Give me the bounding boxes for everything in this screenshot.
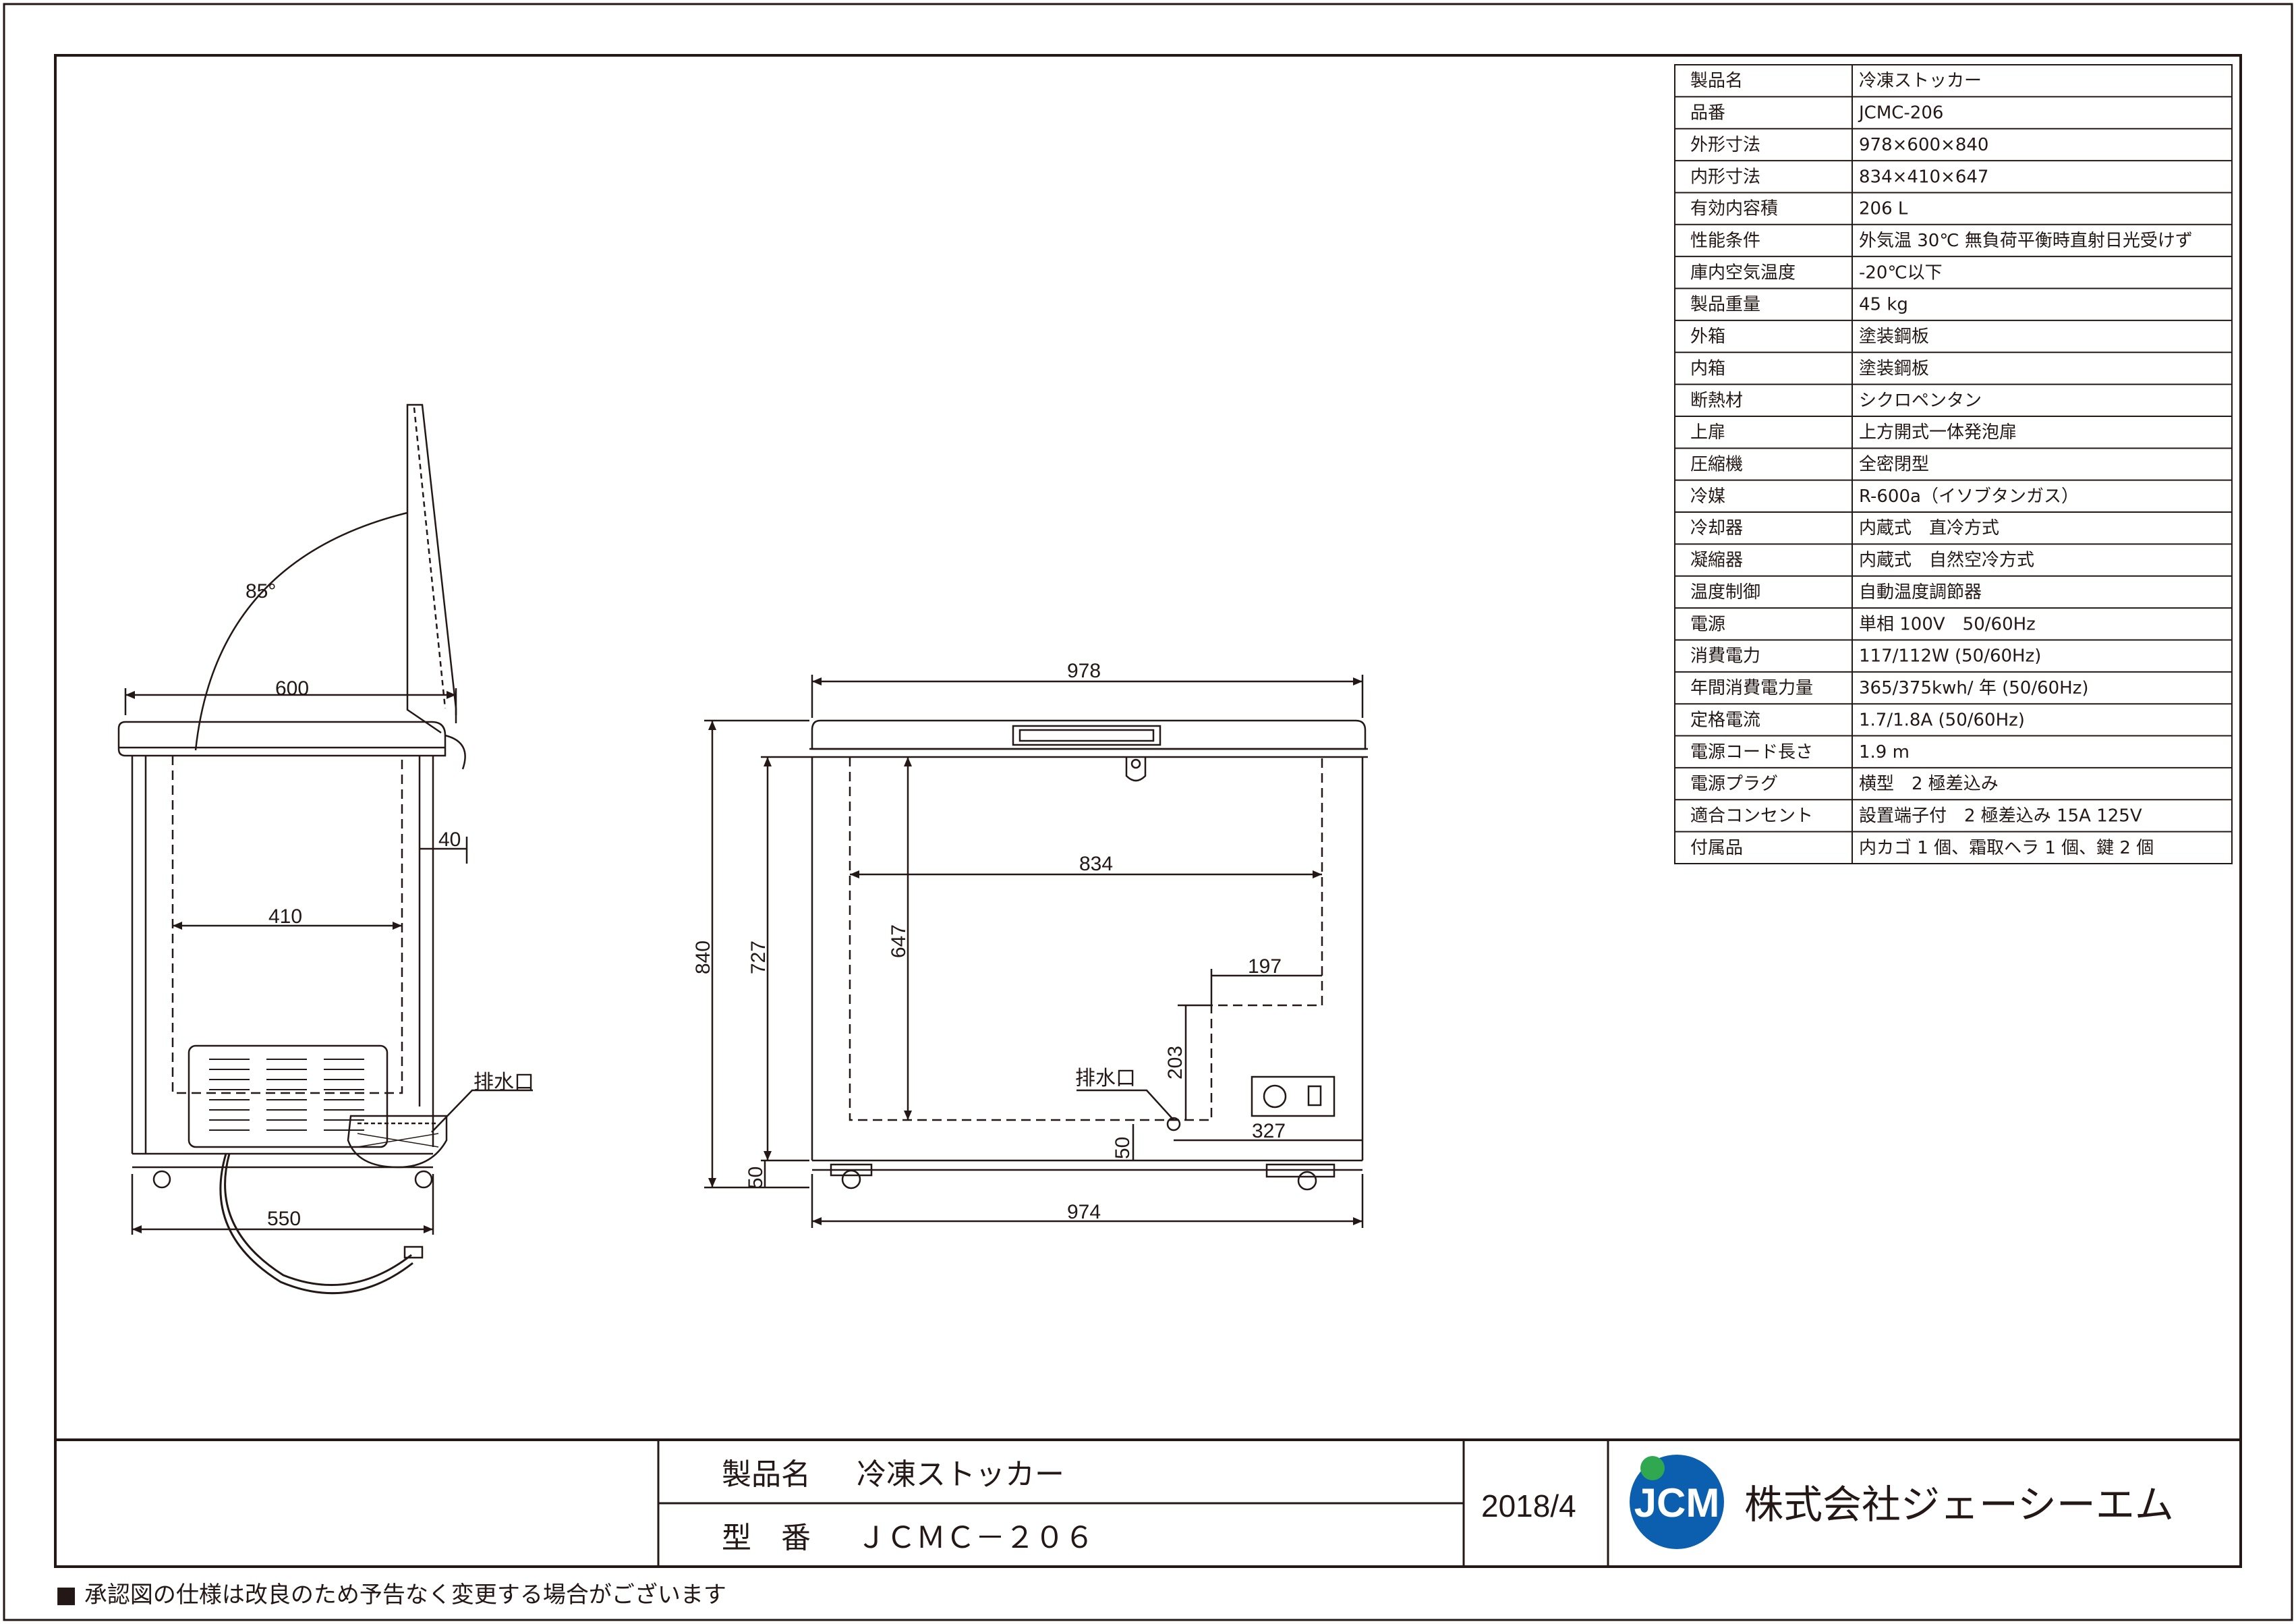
spec-row-label: 内形寸法 [1690, 167, 1760, 187]
spec-row-value: シクロペンタン [1859, 391, 1982, 411]
front-width-label: 978 [1067, 660, 1101, 682]
spec-row-label: 年間消費電力量 [1690, 678, 1813, 698]
spec-row-value: 自動温度調節器 [1859, 582, 1982, 603]
spec-row-value: 横型 2 極差込み [1859, 774, 1999, 794]
spec-row-label: 製品名 [1690, 71, 1743, 91]
spec-row-label: 電源プラグ [1690, 774, 1778, 794]
spec-row-label: 付属品 [1690, 838, 1743, 858]
spec-row-value: 単相 100V 50/60Hz [1859, 614, 2036, 634]
spec-row-value: 内蔵式 直冷方式 [1859, 518, 1999, 538]
spec-row-label: 圧縮機 [1690, 455, 1743, 475]
front-height-label: 840 [692, 941, 714, 974]
company-logo: JCM [1630, 1455, 1724, 1549]
spec-row-value: 上方開式一体発泡扉 [1859, 422, 2017, 443]
front-drain-label: 排水口 [1075, 1067, 1136, 1090]
spec-row-value: 外気温 30℃ 無負荷平衡時直射日光受けず [1859, 231, 2193, 251]
title-date: 2018/4 [1481, 1488, 1576, 1523]
spec-row-value: 206 L [1859, 199, 1908, 219]
spec-row-label: 品番 [1690, 103, 1725, 123]
front-base-height-label: 50 [745, 1167, 767, 1189]
spec-table-grid [1674, 64, 2233, 864]
spec-row-label: 電源コード長さ [1690, 742, 1813, 762]
spec-row-label: 断熱材 [1690, 391, 1743, 411]
side-view-drawing [117, 403, 533, 1295]
spec-row-label: 庫内空気温度 [1690, 262, 1796, 283]
side-inner-depth-label: 410 [268, 905, 302, 928]
side-angle-label: 85° [246, 580, 276, 603]
spec-row-value: 内カゴ 1 個、霜取ヘラ 1 個、鍵 2 個 [1859, 838, 2154, 858]
side-base-depth-label: 550 [267, 1208, 301, 1230]
side-depth-label: 600 [275, 677, 309, 700]
spec-row-value: 内蔵式 自然空冷方式 [1859, 551, 2034, 571]
front-body-height-label: 727 [747, 941, 770, 974]
spec-row-value: 1.9 m [1859, 742, 1910, 762]
front-base-width-label: 974 [1067, 1201, 1101, 1223]
spec-row-value: 117/112W (50/60Hz) [1859, 646, 2041, 667]
spec-row-label: 冷媒 [1690, 486, 1725, 507]
side-drain-label: 排水口 [473, 1071, 534, 1094]
spec-row-label: 凝縮器 [1690, 551, 1743, 571]
front-view-drawing [704, 675, 1368, 1228]
spec-row-value: 978×600×840 [1859, 135, 1988, 155]
spec-row-label: 消費電力 [1690, 646, 1760, 667]
front-inner-width-label: 834 [1079, 853, 1113, 875]
spec-row-label: 外形寸法 [1690, 135, 1760, 155]
front-inner-height-label: 647 [888, 924, 910, 958]
spec-row-value: 設置端子付 2 極差込み 15A 125V [1859, 806, 2142, 826]
title-model-value: ＪＣＭＣ－２０６ [857, 1521, 1094, 1555]
title-name-value: 冷凍ストッカー [857, 1457, 1064, 1492]
title-model-label: 型 番 [722, 1521, 811, 1555]
spec-row-label: 定格電流 [1690, 710, 1760, 730]
logo-text: JCM [1634, 1480, 1720, 1525]
spec-row-value: 全密閉型 [1859, 455, 1929, 475]
spec-row-value: 834×410×647 [1859, 167, 1988, 187]
spec-row-value: 365/375kwh/ 年 (50/60Hz) [1859, 678, 2089, 698]
front-drain-offset-label: 327 [1252, 1120, 1286, 1142]
front-drain-height-label: 50 [1112, 1137, 1134, 1159]
spec-row-value: 冷凍ストッカー [1859, 71, 1982, 91]
spec-row-label: 冷却器 [1690, 518, 1743, 538]
spec-row-value: 1.7/1.8A (50/60Hz) [1859, 710, 2025, 730]
spec-row-value: 45 kg [1859, 295, 1908, 315]
company-name: 株式会社ジェーシーエム [1744, 1482, 2174, 1528]
front-step-width-label: 197 [1248, 955, 1282, 978]
footer-note: ■ 承認図の仕様は改良のため予告なく変更する場合がございます [55, 1581, 726, 1608]
spec-row-label: 性能条件 [1690, 231, 1760, 251]
spec-row-label: 外箱 [1690, 327, 1725, 347]
spec-row-label: 上扉 [1690, 422, 1725, 443]
spec-row-label: 温度制御 [1690, 582, 1760, 603]
spec-row-label: 適合コンセント [1690, 806, 1813, 826]
spec-row-label: 製品重量 [1690, 295, 1760, 315]
spec-row-value: R-600a（イソブタンガス） [1859, 486, 2079, 507]
spec-row-label: 電源 [1690, 614, 1725, 634]
spec-row-value: JCMC-206 [1858, 103, 1943, 123]
front-step-height-label: 203 [1164, 1046, 1186, 1080]
spec-row-value: -20℃以下 [1859, 262, 1943, 283]
title-name-label: 製品名 [722, 1457, 811, 1492]
side-gap-label: 40 [438, 829, 461, 851]
spec-row-label: 内箱 [1690, 358, 1725, 379]
spec-row-label: 有効内容積 [1690, 199, 1778, 219]
spec-row-value: 塗装鋼板 [1859, 327, 1929, 347]
spec-row-value: 塗装鋼板 [1859, 358, 1929, 379]
